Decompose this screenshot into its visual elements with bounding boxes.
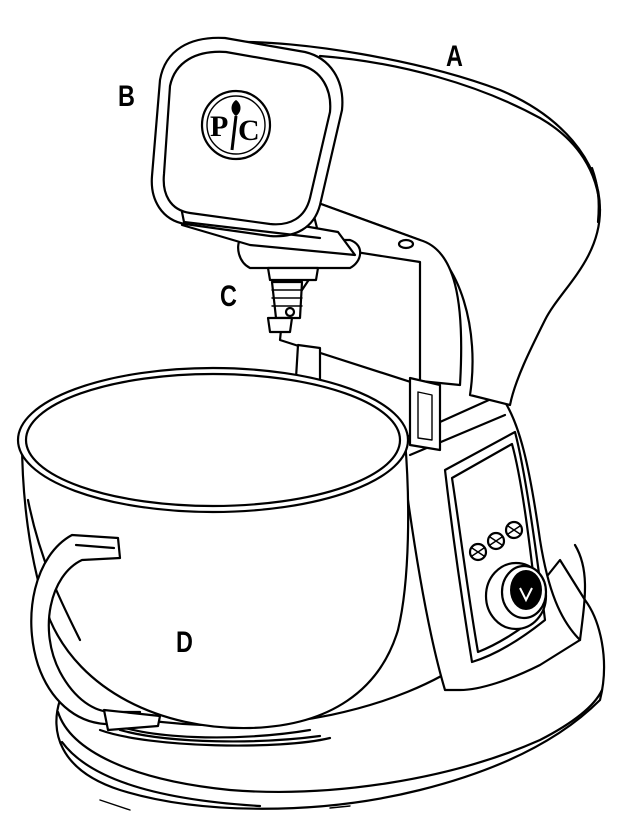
bowl-seat: [98, 728, 332, 747]
label-a: A: [446, 40, 463, 73]
logo-letter-right: C: [238, 114, 260, 147]
speed-control-knob: [484, 561, 548, 631]
bowl-handle: [30, 533, 162, 732]
brand-logo: P C: [200, 89, 272, 161]
bowl-clamp: [294, 343, 442, 452]
label-d: D: [176, 626, 193, 659]
logo-letter-left: P: [210, 110, 228, 143]
mixing-bowl: [16, 366, 410, 743]
label-c: C: [220, 280, 237, 313]
label-b: B: [118, 80, 135, 113]
mixer-base: [55, 558, 606, 811]
speed-indicator-lights: [468, 520, 524, 562]
